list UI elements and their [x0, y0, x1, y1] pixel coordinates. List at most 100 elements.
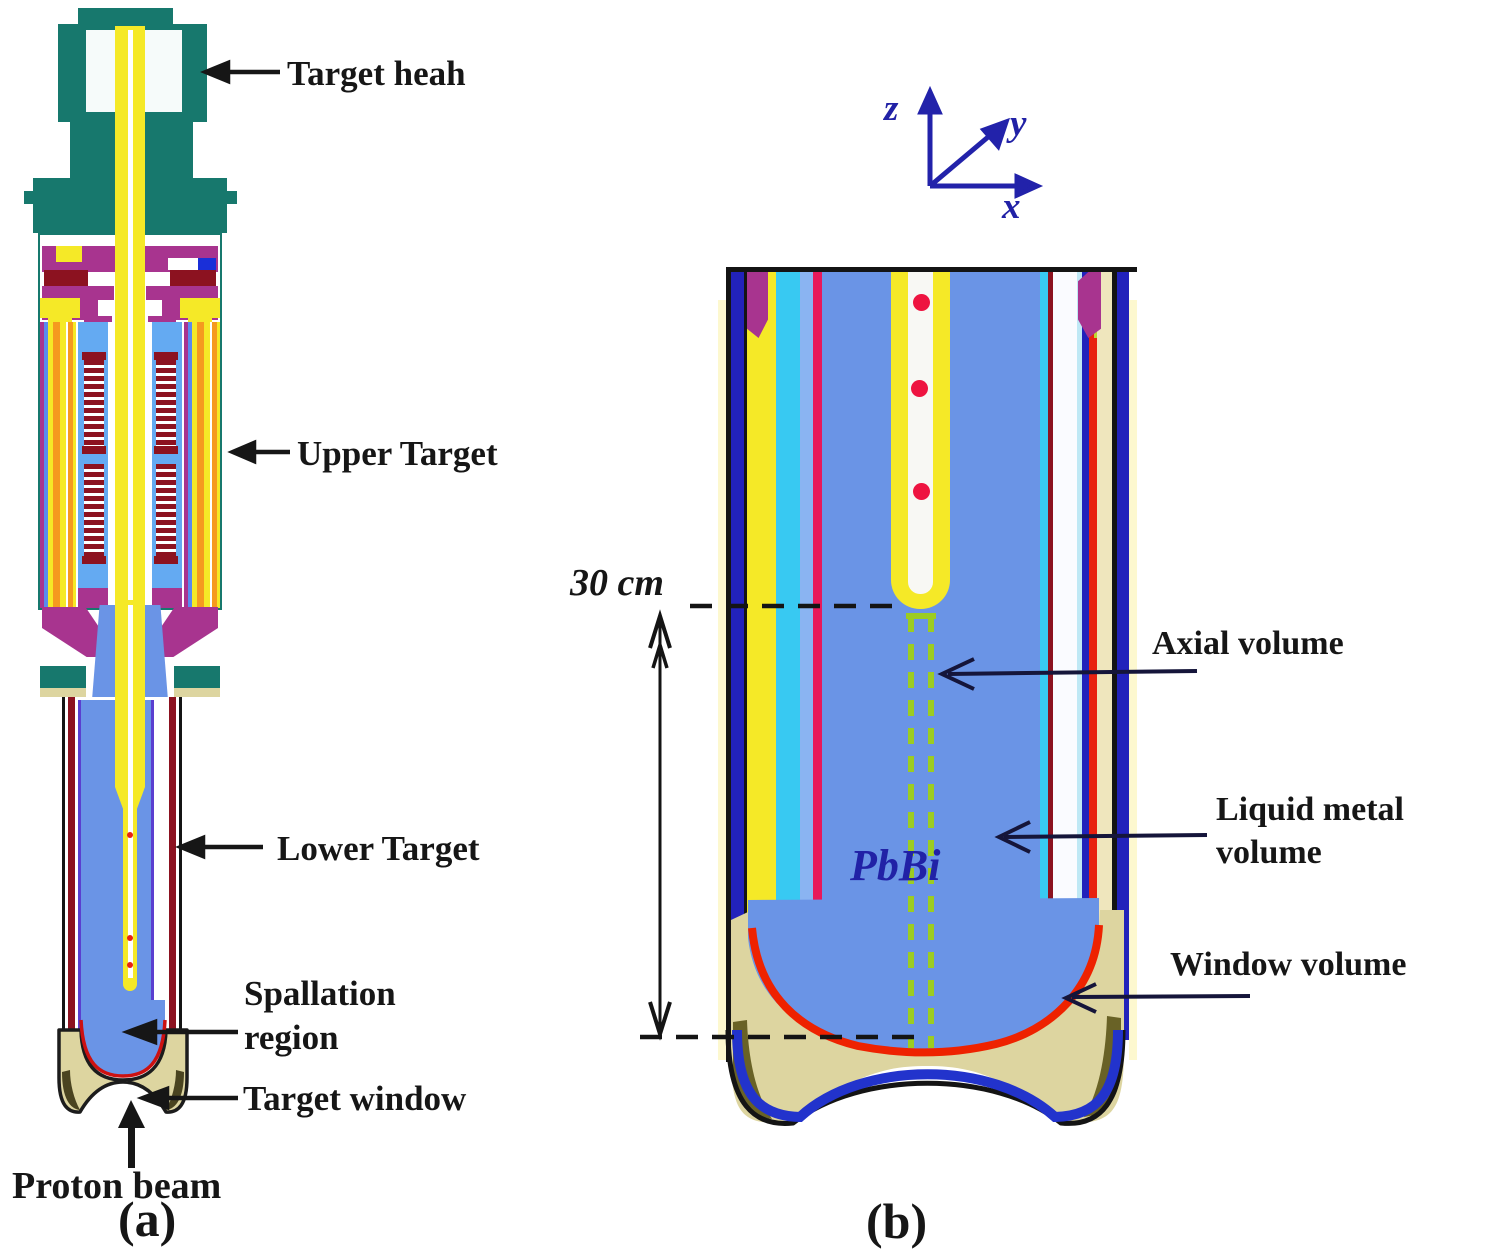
- tube-wall-maroon-left: [68, 697, 75, 1045]
- b-wall-maroon-right: [1048, 272, 1053, 944]
- shoulder-cream-right: [174, 688, 220, 697]
- heater-block-right-1: [156, 360, 176, 446]
- target-window-label: Target window: [243, 1079, 467, 1118]
- dimension-arrow-top: [648, 609, 672, 649]
- b-rod-dot: [913, 483, 930, 500]
- a-olive-corner-right: [166, 1070, 184, 1110]
- b-magenta-stub-left: [747, 272, 768, 338]
- rod-dot: [127, 832, 133, 838]
- pipe-column-left: [40, 322, 76, 608]
- flange-tab-left: [24, 191, 33, 204]
- heater-block-right-2: [156, 464, 176, 556]
- b-wall-navy-right: [1117, 272, 1129, 1040]
- axis-x-label: x: [1002, 186, 1021, 227]
- heater-cap: [154, 352, 178, 360]
- tube-wall-black-left: [62, 697, 65, 1045]
- bottom-band-left: [78, 588, 108, 608]
- dimension-arrow-bottom: [648, 1001, 672, 1041]
- dimension-arrow-top2: [651, 638, 669, 669]
- b-inner-navy-curve: [732, 1029, 1123, 1123]
- heater-cap: [82, 352, 106, 360]
- tube-wall-violet-right: [151, 700, 154, 1042]
- axis-z-label: z: [884, 88, 899, 129]
- internals-blue-block: [198, 258, 216, 270]
- rod-dot: [127, 962, 133, 968]
- b-wall-red-right: [1089, 272, 1097, 960]
- a-olive-corner-left: [62, 1070, 80, 1110]
- b-wall-cyan-left: [776, 272, 800, 968]
- dimension-30cm-label: 30 cm: [570, 562, 664, 604]
- b-wall-cyan-right: [1040, 272, 1048, 940]
- heater-cap: [154, 556, 178, 564]
- b-wall-navy-left: [731, 272, 744, 1040]
- heater-cap: [82, 556, 106, 564]
- b-wall-palecyan-right: [1077, 272, 1082, 936]
- bottom-band-right: [152, 588, 182, 608]
- b-top-cap: [726, 267, 1137, 272]
- shoulder-teal-left: [40, 666, 86, 688]
- internals-yellow-notch: [56, 246, 82, 262]
- a-khaki-window: [57, 1028, 189, 1114]
- internals-white-block: [168, 258, 198, 270]
- b-wall-pale-yellow-left: [718, 300, 726, 1060]
- b-wall-white-right: [1053, 272, 1077, 932]
- tube-wall-black-right: [179, 697, 182, 1045]
- shoulder-teal-right: [174, 666, 220, 688]
- heater-block-left-1: [84, 360, 104, 446]
- b-magenta-stub-right: [1078, 272, 1101, 338]
- y-axis: [928, 130, 996, 188]
- b-wall-black-right: [1112, 267, 1117, 1062]
- flange-tab-right: [227, 191, 237, 204]
- funnel-left: [42, 607, 104, 657]
- central-rod-core-upper: [128, 30, 133, 600]
- b-rod-dot: [911, 380, 928, 397]
- yellow-tee-left: [40, 298, 80, 318]
- internals-step-left: [98, 286, 114, 300]
- axial-volume-label: Axial volume: [1152, 625, 1344, 662]
- caption-a: (a): [118, 1191, 177, 1247]
- b-outer-black-curve: [725, 1029, 1126, 1126]
- proton-beam-arrow-stem: [128, 1124, 135, 1168]
- central-rod-core-lower: [128, 605, 133, 978]
- darkred-bar-left: [44, 270, 88, 286]
- pipe-column-right: [184, 322, 220, 608]
- proton-beam-arrow-head: [118, 1100, 145, 1128]
- liquid-metal-line1: Liquid metal: [1216, 791, 1404, 828]
- heater-cap: [82, 446, 106, 454]
- internals-step-right: [146, 286, 162, 300]
- b-wall-lightblue-left: [800, 272, 813, 962]
- heater-cap: [154, 446, 178, 454]
- spallation-line2: region: [244, 1017, 339, 1057]
- rod-dot: [127, 935, 133, 941]
- annulus-white-left: [108, 322, 115, 608]
- heater-block-left-2: [84, 464, 104, 556]
- b-wall-cream-right: [1097, 272, 1112, 1044]
- window-volume-arrowhead: [1061, 982, 1097, 1014]
- b-rod-dot: [913, 294, 930, 311]
- b-wall-crimson-left: [813, 272, 822, 952]
- tube-wall-maroon-right: [169, 697, 176, 1045]
- window-volume-label: Window volume: [1170, 946, 1407, 983]
- liquid-metal-volume-label: Liquid metal volume: [1216, 789, 1404, 874]
- annulus-white-right: [145, 322, 152, 608]
- b-wall-pale-yellow-right: [1129, 300, 1137, 1060]
- darkred-bar-right: [170, 270, 216, 286]
- b-wall-black-thin-left: [744, 272, 747, 1040]
- tube-wall-violet-left: [78, 700, 81, 1042]
- liquid-metal-line2: volume: [1216, 833, 1322, 871]
- pbbi-label: PbBi: [850, 841, 941, 890]
- b-central-rod-core: [908, 272, 933, 594]
- b-wall-navy-inner-right: [1082, 272, 1089, 948]
- spallation-region-label: Spallation region: [244, 972, 396, 1060]
- caption-b: (b): [866, 1193, 928, 1249]
- proton-beam-label: Proton beam: [12, 1165, 222, 1207]
- b-underside-white: [795, 1084, 1060, 1126]
- target-head-label: Target heah: [287, 54, 466, 93]
- shoulder-cream-left: [40, 688, 86, 697]
- funnel-right: [156, 607, 218, 657]
- b-wall-yellow-left: [747, 272, 776, 980]
- yellow-tee-right: [180, 298, 220, 318]
- upper-target-label: Upper Target: [297, 434, 498, 473]
- spallation-line1: Spallation: [244, 974, 396, 1013]
